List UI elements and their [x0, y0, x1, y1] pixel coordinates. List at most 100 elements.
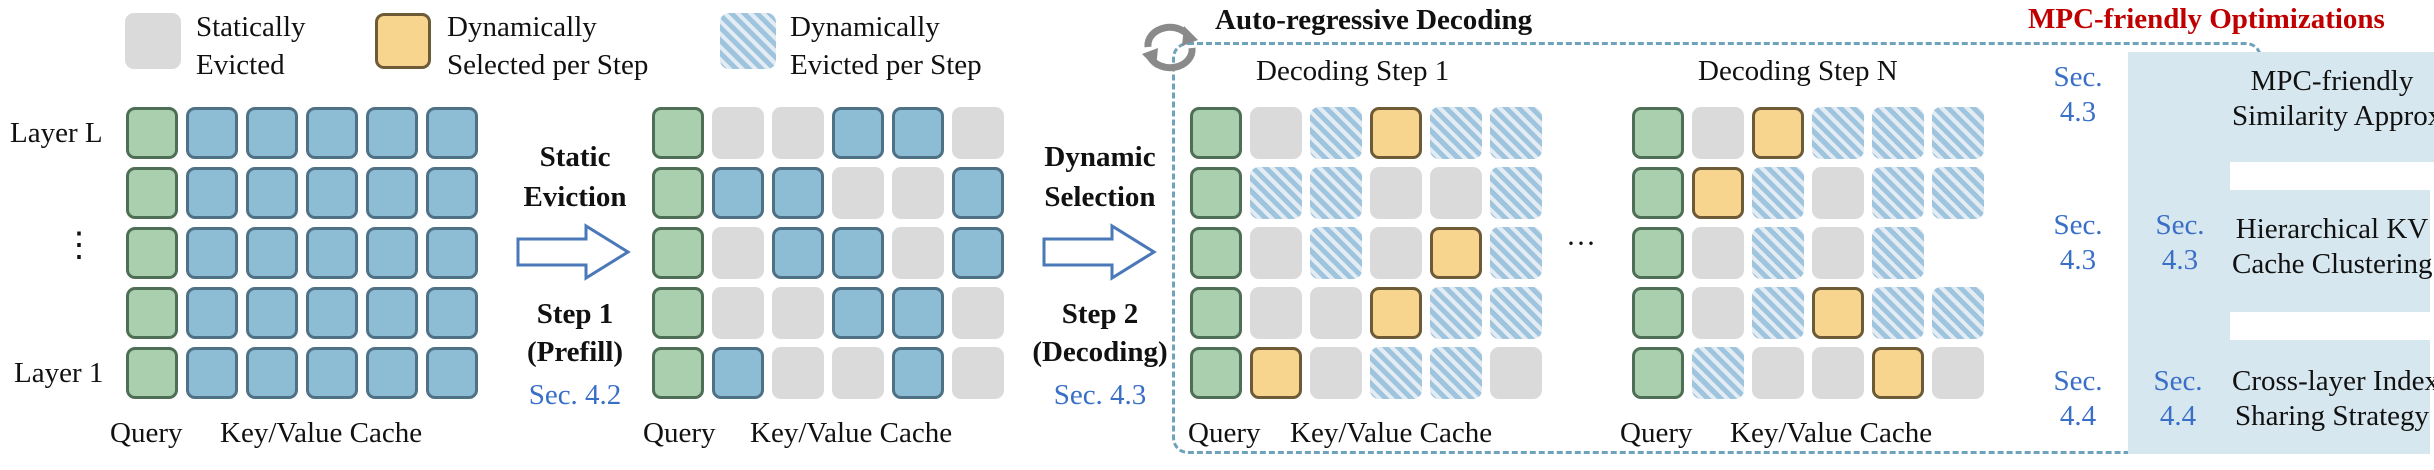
grid-step1-dynamic-evicted-cell: [1310, 167, 1362, 219]
static-eviction-sec: Sec. 4.2: [528, 379, 622, 411]
grid-static-query-cell: [652, 167, 704, 219]
cycle-icon: [1142, 23, 1198, 72]
grid-original-query-cell: [126, 167, 178, 219]
grid-original-kv-cell: [426, 227, 478, 279]
layer-ellipsis: ⋮: [62, 227, 96, 264]
grid-static-kv-cell: [712, 347, 764, 399]
static-eviction-step-1: Step 1: [536, 298, 614, 330]
grid-static-evicted-cell: [712, 227, 764, 279]
grid-static-query-cell: [652, 107, 704, 159]
optimization-separator-1: [2230, 162, 2430, 190]
grid-stepN-dynamic-evicted-cell: [1692, 347, 1744, 399]
grid-static-kv-cell: [772, 227, 824, 279]
legend-dynamically-evicted-label-1: Dynamically: [790, 11, 940, 43]
grid-original-kv-cell: [246, 287, 298, 339]
grid-step1-query-cell: [1190, 287, 1242, 339]
query-axis-label-step1: Query: [1188, 417, 1261, 449]
grid-original-kv-cell: [246, 347, 298, 399]
grid-stepN-dynamic-evicted-cell: [1752, 227, 1804, 279]
decoding-step-n-label: Decoding Step N: [1698, 55, 1898, 87]
grid-original-kv-cell: [306, 287, 358, 339]
legend-dynamically-evicted-swatch: [720, 13, 776, 69]
grid-stepN-evicted-cell: [1692, 287, 1744, 339]
grid-static-kv-cell: [892, 287, 944, 339]
grid-stepN-selected-cell: [1872, 347, 1924, 399]
grid-static-kv-cell: [952, 167, 1004, 219]
grid-stepN-query-cell: [1632, 287, 1684, 339]
legend-statically-evicted-label-1: Statically: [196, 11, 306, 43]
optimization-sec-3: Sec. 4.4: [2153, 365, 2203, 432]
grid-static-evicted-cell: [952, 107, 1004, 159]
grid-stepN-query-cell: [1632, 227, 1684, 279]
optimization-label-2: Hierarchical KV Cache Clustering: [2232, 213, 2433, 280]
grid-stepN-dynamic-evicted-cell: [1872, 167, 1924, 219]
grid-stepN-dynamic-evicted-cell: [1932, 167, 1984, 219]
grid-stepN-dynamic-evicted-cell: [1872, 107, 1924, 159]
grid-stepN-dynamic-evicted-cell: [1872, 287, 1924, 339]
layer-top-label: Layer L: [10, 117, 103, 149]
grid-stepN-selected-cell: [1752, 107, 1804, 159]
grid-original-kv-cell: [366, 347, 418, 399]
dynamic-selection-arrow-icon: [1042, 223, 1157, 281]
grid-stepN-selected-cell: [1692, 167, 1744, 219]
grid-step1-evicted-cell: [1250, 227, 1302, 279]
grid-static-kv-cell: [832, 227, 884, 279]
grid-stepN-evicted-cell: [1812, 227, 1864, 279]
grid-step1-query-cell: [1190, 227, 1242, 279]
grid-step1-evicted-cell: [1430, 167, 1482, 219]
grid-step1-evicted-cell: [1370, 167, 1422, 219]
grid-original-query-cell: [126, 107, 178, 159]
grid-stepN-selected-cell: [1812, 287, 1864, 339]
grid-step1-query-cell: [1190, 107, 1242, 159]
decoding-title: Auto-regressive Decoding: [1215, 4, 1533, 36]
grid-original-kv-cell: [186, 347, 238, 399]
grid-step1-dynamic-evicted-cell: [1490, 227, 1542, 279]
grid-static-kv-cell: [892, 107, 944, 159]
dynamic-selection-step-2: (Decoding): [1032, 336, 1168, 368]
grid-step1-dynamic-evicted-cell: [1490, 107, 1542, 159]
optimization-label-3: Cross-layer Index Sharing Strategy: [2232, 365, 2434, 432]
legend-dynamically-selected-label-2: Selected per Step: [447, 49, 649, 81]
grid-original-kv-cell: [306, 107, 358, 159]
legend-dynamically-evicted-label-2: Evicted per Step: [790, 49, 982, 81]
legend-statically-evicted-swatch: [125, 13, 181, 69]
grid-step1-dynamic-evicted-cell: [1430, 347, 1482, 399]
grid-static-kv-cell: [892, 347, 944, 399]
grid-static-kv-cell: [832, 107, 884, 159]
kv-axis-label-stepn: Key/Value Cache: [1730, 417, 1933, 449]
grid-stepN-evicted-cell: [1692, 107, 1744, 159]
optimizations-title: MPC-friendly Optimizations: [2028, 3, 2385, 35]
grid-step1-dynamic-evicted-cell: [1310, 107, 1362, 159]
grid-static-kv-cell: [712, 167, 764, 219]
grid-static-kv-cell: [832, 287, 884, 339]
grid-step1-dynamic-evicted-cell: [1490, 287, 1542, 339]
optimization-sec-1-text: Sec. 4.3: [2053, 61, 2103, 128]
grid-stepN-evicted-cell: [1932, 347, 1984, 399]
grid-stepN-evicted-cell: [1752, 347, 1804, 399]
query-axis-label-static: Query: [643, 417, 716, 449]
grid-original-query-cell: [126, 227, 178, 279]
grid-original-kv-cell: [426, 347, 478, 399]
optimization-separator-2: [2230, 312, 2430, 340]
grid-static-query-cell: [652, 347, 704, 399]
grid-static-evicted-cell: [772, 347, 824, 399]
query-axis-label-original: Query: [110, 417, 183, 449]
grid-step1-evicted-cell: [1250, 107, 1302, 159]
grid-original-kv-cell: [426, 287, 478, 339]
grid-original-kv-cell: [246, 167, 298, 219]
grid-original-query-cell: [126, 347, 178, 399]
grid-original-kv-cell: [306, 167, 358, 219]
static-eviction-title-2: Eviction: [523, 181, 627, 213]
grid-static-evicted-cell: [712, 287, 764, 339]
grid-original-kv-cell: [186, 107, 238, 159]
grid-static-query-cell: [652, 227, 704, 279]
grid-step1-dynamic-evicted-cell: [1310, 227, 1362, 279]
grid-step1-evicted-cell: [1310, 287, 1362, 339]
grid-static-evicted-cell: [832, 347, 884, 399]
kv-axis-label-static: Key/Value Cache: [750, 417, 953, 449]
grid-static-query-cell: [652, 287, 704, 339]
grid-static-evicted-cell: [772, 107, 824, 159]
grid-static-evicted-cell: [892, 227, 944, 279]
grid-step1-dynamic-evicted-cell: [1490, 167, 1542, 219]
grid-original-kv-cell: [366, 107, 418, 159]
